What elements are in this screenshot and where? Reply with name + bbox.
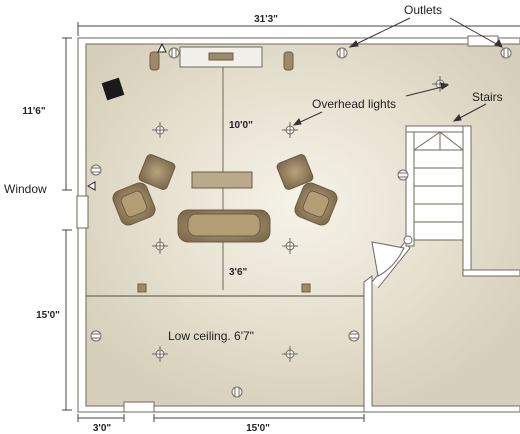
bottom-doorway <box>123 401 155 413</box>
dim-top-width: 31'3" <box>254 14 278 25</box>
outlet-icon <box>90 164 102 176</box>
outlet-icon <box>168 47 180 59</box>
sofa <box>177 209 271 243</box>
light-icon <box>282 238 298 254</box>
dimension-lines <box>62 22 520 422</box>
outlet-icon <box>500 47 512 59</box>
outlet-icon <box>336 47 348 59</box>
label-stairs: Stairs <box>472 90 503 104</box>
light-icon <box>152 238 168 254</box>
speaker-left <box>149 51 160 71</box>
stairs <box>413 131 464 241</box>
armchair-left <box>112 182 156 226</box>
speaker-right <box>283 51 294 71</box>
outlet-icon <box>90 330 102 342</box>
dim-bottom-left: 3'0" <box>93 423 112 434</box>
dim-left-lower: 15'0" <box>36 310 60 321</box>
light-icon <box>282 122 298 138</box>
outlet-icon <box>397 169 409 181</box>
label-window: Window <box>4 182 47 196</box>
dim-center-lower: 3'6" <box>229 267 248 278</box>
marker-triangle-left <box>86 181 96 191</box>
outlet-icon <box>348 330 360 342</box>
label-outlets: Outlets <box>404 3 442 17</box>
leader-arrows <box>292 17 503 126</box>
speaker-rear-right <box>301 283 311 293</box>
armchair-right <box>294 182 338 226</box>
top-doorway <box>467 35 499 47</box>
coffee-table <box>191 171 253 189</box>
ottoman-left <box>138 154 176 190</box>
speaker-rear-left <box>137 283 147 293</box>
door-swing <box>371 235 413 277</box>
walls <box>77 37 520 413</box>
outlet-icon <box>231 386 243 398</box>
window <box>76 195 89 229</box>
dim-left-upper: 11'6" <box>22 106 46 117</box>
subwoofer <box>101 77 125 101</box>
outlets <box>90 47 512 398</box>
light-icon <box>152 122 168 138</box>
dim-bottom-right: 15'0" <box>246 423 270 434</box>
light-icon <box>282 346 298 362</box>
label-low-ceiling: Low ceiling. 6'7" <box>168 329 254 343</box>
light-icon <box>152 346 168 362</box>
label-overhead-lights: Overhead lights <box>312 97 396 111</box>
ottoman-right <box>276 154 314 190</box>
marker-triangle-top <box>157 42 167 53</box>
dim-center-upper: 10'0" <box>229 120 253 131</box>
screen-cabinet <box>179 46 263 68</box>
